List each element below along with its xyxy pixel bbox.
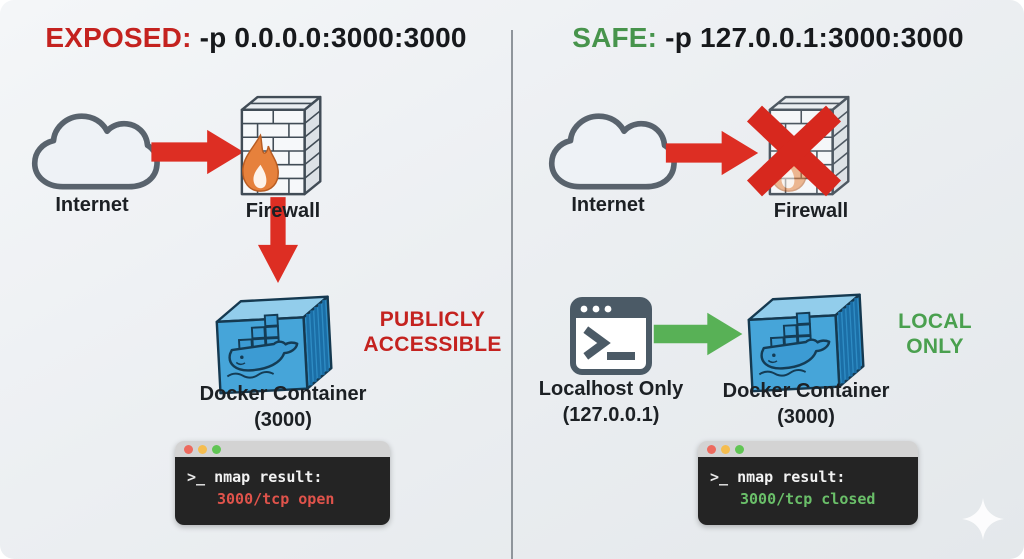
maximize-icon: [735, 444, 744, 454]
safe-command-text: -p 127.0.0.1:3000:3000: [657, 22, 964, 53]
safe-status-text: SAFE:: [572, 22, 658, 53]
terminal-prompt-icon: >_: [710, 468, 729, 486]
terminal-window: >_ nmap result: 3000/tcp closed: [698, 441, 918, 525]
localhost-ip-text: (127.0.0.1): [562, 404, 660, 426]
local-only-label: LOCAL ONLY: [898, 310, 972, 358]
exposed-command-text: -p 0.0.0.0:3000:3000: [191, 22, 467, 53]
terminal-status-line: 3000/tcp closed: [740, 490, 876, 508]
localhost-label-text: Localhost Only: [538, 378, 684, 400]
firewall-label: Firewall: [773, 200, 849, 222]
close-icon: [707, 444, 716, 454]
minimize-icon: [721, 444, 730, 454]
firewall-label: Firewall: [245, 200, 321, 222]
container-label: Docker Container (3000): [183, 381, 383, 433]
exposed-status-text: EXPOSED:: [45, 22, 192, 53]
terminal-status-line: 3000/tcp open: [217, 490, 335, 508]
terminal-body: >_ nmap result: 3000/tcp closed: [698, 457, 918, 525]
terminal-titlebar: [698, 441, 918, 457]
maximize-icon: [212, 444, 221, 454]
terminal-titlebar: [175, 441, 390, 457]
localhost-label: Localhost Only (127.0.0.1): [521, 376, 701, 428]
firewall-icon: [240, 95, 322, 196]
sparkle-icon: [962, 498, 1004, 540]
safe-title: SAFE: -p 127.0.0.1:3000:3000: [512, 22, 1024, 54]
terminal-window: >_ nmap result: 3000/tcp open: [175, 441, 390, 525]
green-arrow-icon: [653, 312, 743, 356]
close-icon: [184, 444, 193, 454]
container-label: Docker Container (3000): [706, 378, 906, 430]
container-port-text: (3000): [777, 406, 835, 428]
x-mark-icon: [741, 99, 847, 203]
terminal-prompt-icon: >_: [187, 468, 206, 486]
internet-label: Internet: [571, 194, 645, 216]
localhost-terminal-icon: [569, 295, 653, 377]
minimize-icon: [198, 444, 207, 454]
terminal-body: >_ nmap result: 3000/tcp open: [175, 457, 390, 525]
red-arrow-icon: [151, 129, 244, 175]
container-port-text: (3000): [254, 409, 312, 431]
cloud-icon: [543, 104, 677, 198]
panel-divider: [511, 30, 513, 559]
cloud-icon: [26, 104, 160, 198]
internet-label: Internet: [55, 194, 129, 216]
publicly-accessible-label: PUBLICLY ACCESSIBLE: [363, 308, 502, 356]
container-label-text: Docker Container: [199, 383, 367, 405]
terminal-result-line: nmap result:: [728, 468, 846, 486]
exposed-title: EXPOSED: -p 0.0.0.0:3000:3000: [0, 22, 512, 54]
terminal-result-line: nmap result:: [205, 468, 323, 486]
container-label-text: Docker Container: [722, 380, 890, 402]
